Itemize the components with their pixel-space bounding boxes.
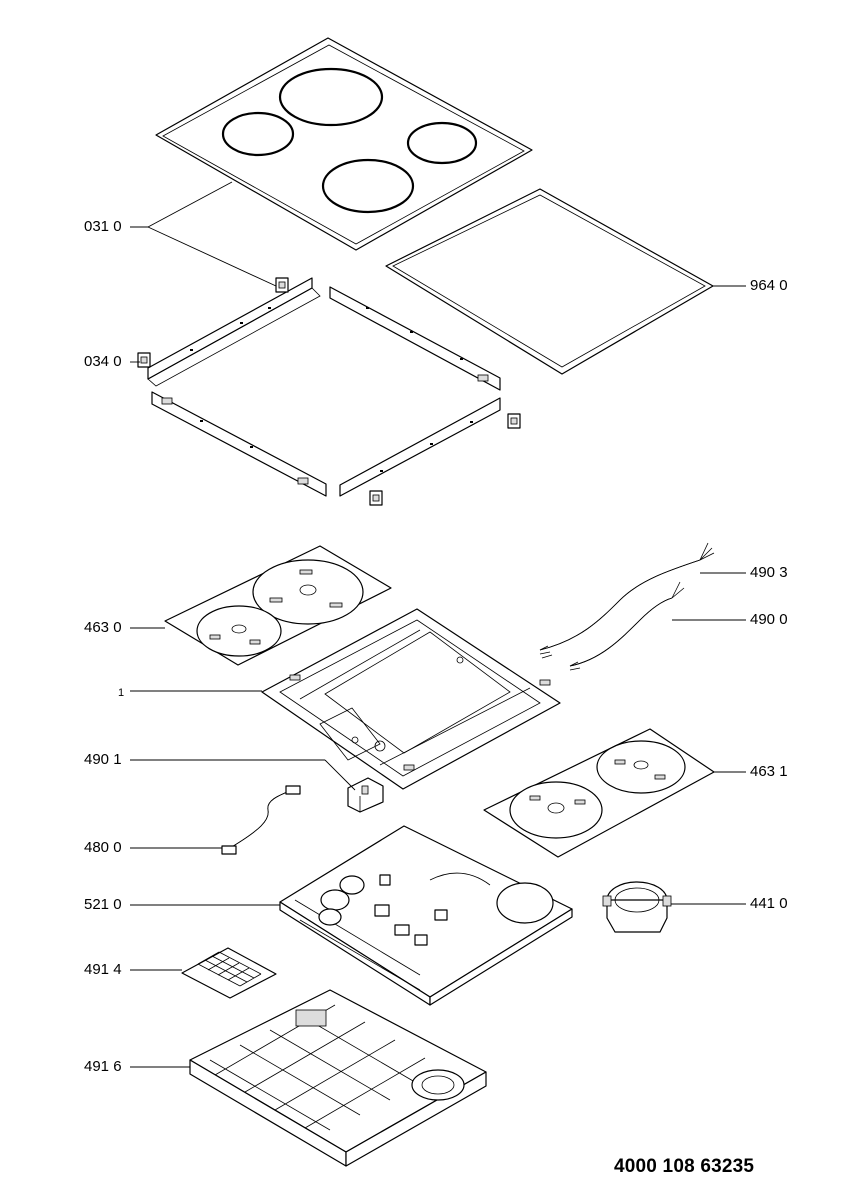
coil-plate-left[interactable] bbox=[164, 545, 392, 666]
cable-490-3[interactable] bbox=[539, 542, 715, 659]
label-cable-490-0: 490 0 bbox=[750, 611, 788, 628]
label-gasket: 964 0 bbox=[750, 277, 788, 294]
frame-rails[interactable] bbox=[147, 277, 501, 497]
frame-clips[interactable] bbox=[137, 277, 521, 506]
terminal-block[interactable] bbox=[347, 777, 384, 813]
label-power-board: 521 0 bbox=[84, 896, 122, 913]
label-bottom-housing: 491 6 bbox=[84, 1058, 122, 1075]
label-cable-490-3: 490 3 bbox=[750, 564, 788, 581]
label-ribbon-cable: 480 0 bbox=[84, 839, 122, 856]
glass-top[interactable] bbox=[155, 37, 533, 251]
bottom-housing[interactable] bbox=[189, 989, 487, 1167]
power-board[interactable] bbox=[279, 825, 573, 1006]
support-frame[interactable] bbox=[261, 608, 561, 790]
label-coil-plate-right: 463 1 bbox=[750, 763, 788, 780]
label-terminal-block: 490 1 bbox=[84, 751, 122, 768]
cable-490-0[interactable] bbox=[569, 581, 685, 671]
leader-lines bbox=[130, 181, 746, 1068]
label-support-frame: 1 bbox=[118, 687, 125, 699]
label-glass-top: 031 0 bbox=[84, 218, 122, 235]
label-coil-plate-left: 463 0 bbox=[84, 619, 122, 636]
insulation-sheet[interactable] bbox=[181, 947, 277, 999]
fan[interactable] bbox=[602, 881, 672, 933]
document-number: 4000 108 63235 bbox=[614, 1156, 755, 1177]
label-frame-clip: 034 0 bbox=[84, 353, 122, 370]
ribbon-cable[interactable] bbox=[221, 785, 301, 855]
label-fan: 441 0 bbox=[750, 895, 788, 912]
coil-plate-right[interactable] bbox=[483, 728, 715, 858]
label-insulation-sheet: 491 4 bbox=[84, 961, 122, 978]
